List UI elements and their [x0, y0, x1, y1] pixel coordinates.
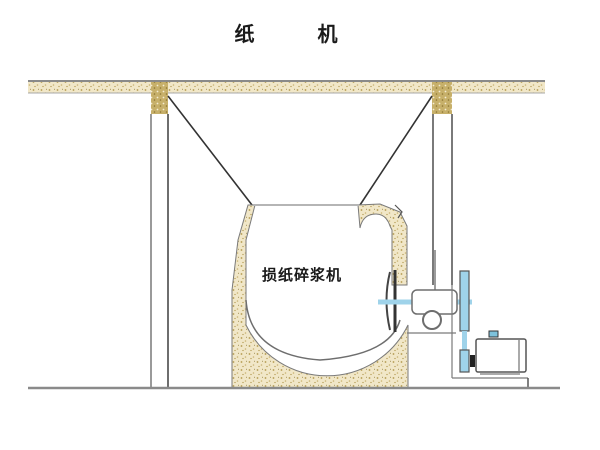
- hopper-line-left: [167, 95, 253, 206]
- motor-base: [451, 285, 529, 388]
- small-pulley: [459, 349, 470, 373]
- drive-belt: [462, 331, 467, 353]
- bearing-housing: [407, 250, 458, 334]
- diagram-title: 纸 机: [234, 22, 366, 46]
- motor: [470, 330, 527, 375]
- ceiling-slab: [28, 80, 545, 94]
- machine-label: 损纸碎浆机: [262, 266, 343, 284]
- right-pillar: [432, 82, 453, 285]
- pulper-tank: [231, 203, 409, 389]
- left-pillar: [150, 82, 169, 388]
- large-pulley: [459, 270, 470, 332]
- hopper-line-right: [359, 95, 433, 206]
